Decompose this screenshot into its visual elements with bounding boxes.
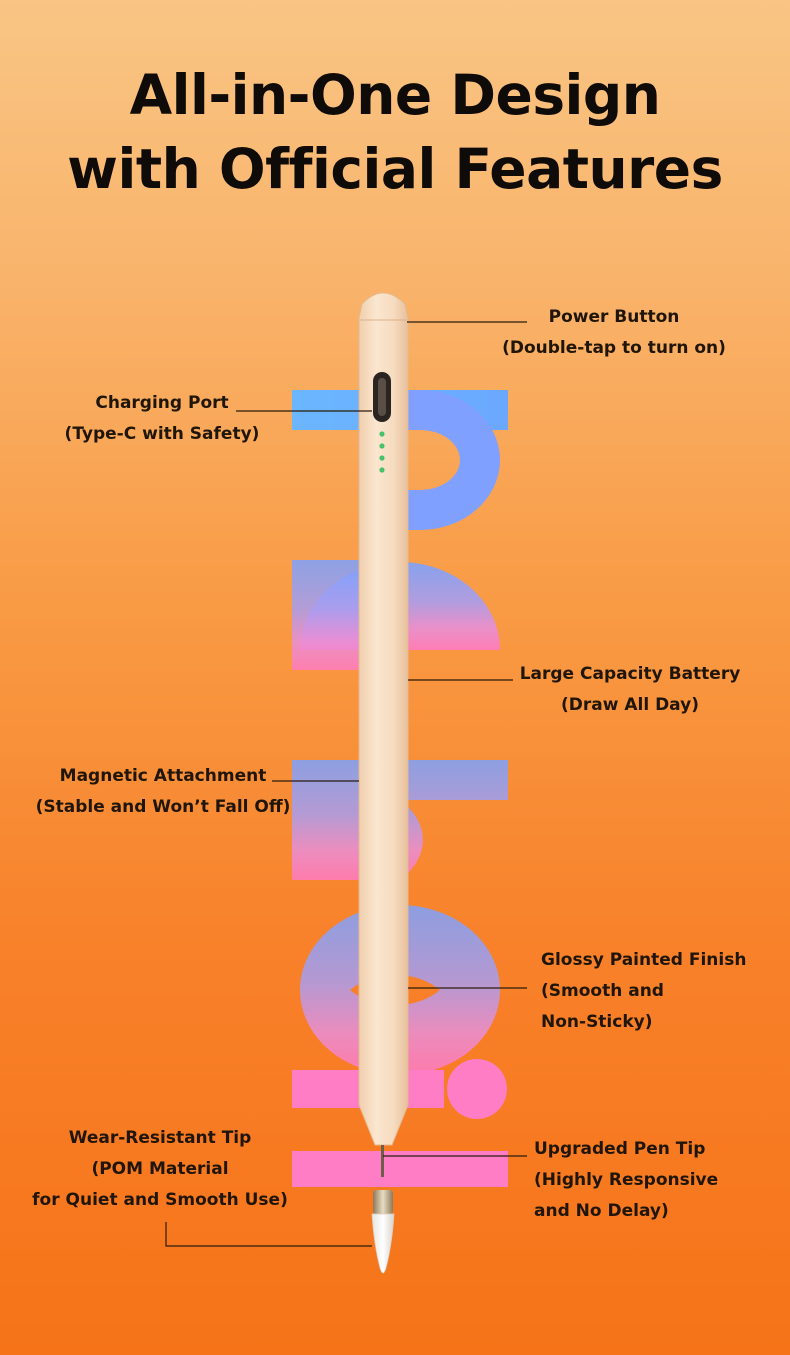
callout-battery: Large Capacity Battery (Draw All Day) (515, 659, 745, 721)
spare-tip (371, 1213, 395, 1274)
charging-port-title: Charging Port (95, 393, 229, 413)
pen-body (358, 292, 409, 1146)
charging-port-detail: (Type-C with Safety) (64, 424, 260, 444)
letter-c (300, 905, 500, 1075)
finish-title: Glossy Painted Finish (541, 950, 747, 970)
wear-tip-title: Wear-Resistant Tip (68, 1128, 252, 1148)
indicator-light-2 (379, 443, 385, 449)
pen-tip-shaft (381, 1145, 384, 1177)
title-line-2: with Official Features (67, 137, 723, 201)
page-title: All-in-One Design with Official Features (0, 58, 790, 206)
magnetic-title: Magnetic Attachment (59, 766, 267, 786)
finish-detail-1: (Smooth and (541, 981, 664, 1001)
indicator-light-1 (379, 431, 385, 437)
pen-tip-title: Upgraded Pen Tip (534, 1139, 706, 1159)
spare-tip-thread (373, 1190, 393, 1214)
power-button-detail: (Double-tap to turn on) (502, 338, 726, 358)
callout-charging-port: Charging Port (Type-C with Safety) (52, 388, 272, 450)
power-button-title: Power Button (548, 307, 680, 327)
indicator-light-4 (379, 467, 385, 473)
letter-l (292, 1151, 508, 1187)
pen-tip-detail-2: and No Delay) (534, 1201, 669, 1221)
callout-magnetic: Magnetic Attachment (Stable and Won’t Fa… (28, 761, 298, 823)
wear-tip-detail-1: (POM Material (91, 1159, 229, 1179)
letter-i-dot (447, 1059, 507, 1119)
letter-p-bowl (400, 390, 500, 530)
magnetic-detail: (Stable and Won’t Fall Off) (35, 797, 291, 817)
pen-tip-detail-1: (Highly Responsive (534, 1170, 719, 1190)
battery-title: Large Capacity Battery (519, 664, 741, 684)
callout-finish: Glossy Painted Finish (Smooth and Non-St… (541, 945, 771, 1038)
indicator-light-3 (379, 455, 385, 461)
callout-pen-tip: Upgraded Pen Tip (Highly Responsive and … (534, 1134, 764, 1227)
title-line-1: All-in-One Design (129, 63, 661, 127)
line-wear-tip (165, 1222, 372, 1247)
finish-detail-2: Non-Sticky) (541, 1012, 653, 1032)
callout-wear-tip: Wear-Resistant Tip (POM Material for Qui… (25, 1123, 295, 1216)
callout-power-button: Power Button (Double-tap to turn on) (494, 302, 734, 364)
battery-detail: (Draw All Day) (560, 695, 699, 715)
wear-tip-detail-2: for Quiet and Smooth Use) (32, 1190, 288, 1210)
